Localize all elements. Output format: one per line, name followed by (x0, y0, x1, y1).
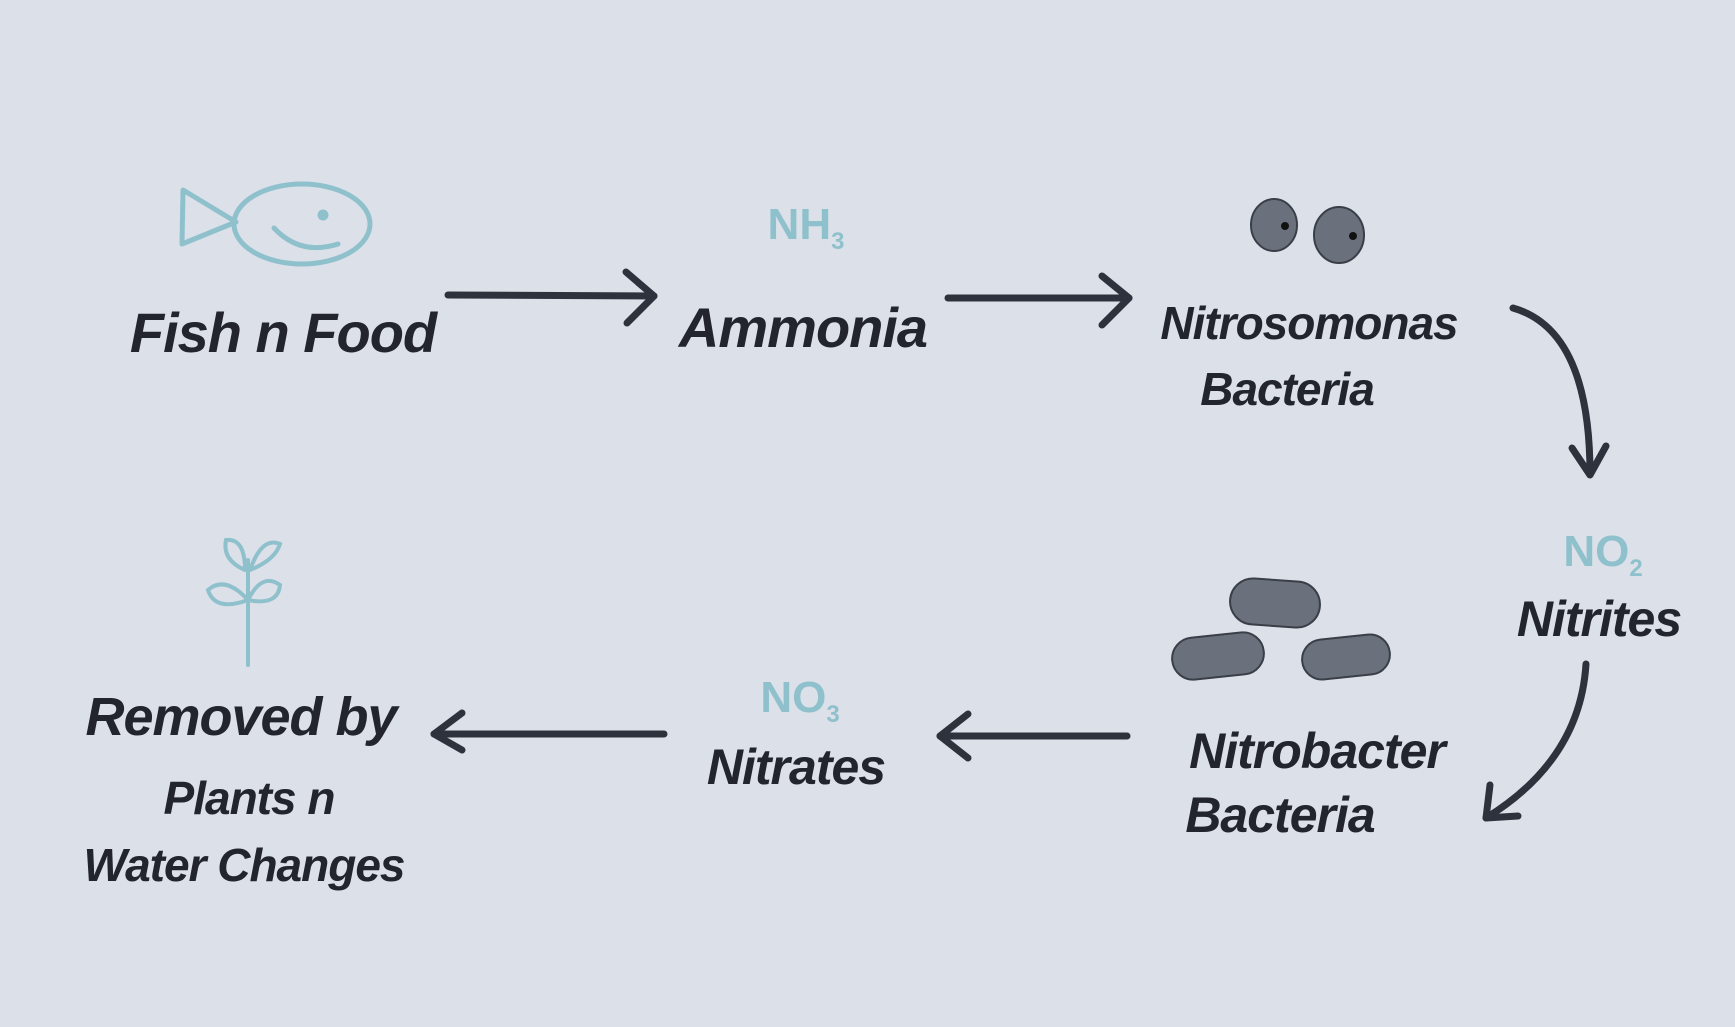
fish-icon (179, 181, 373, 267)
arrow-food-to-ammonia (444, 268, 658, 327)
arrow-nitrates-to-removed (430, 709, 668, 754)
nitrates-label: Nitrates (706, 739, 886, 795)
no3-formula: NO3 (760, 676, 839, 727)
nitrobacter-label: Nitrobacter (1189, 723, 1446, 779)
nh3-formula: NH3 (768, 203, 845, 254)
fish-n-food-label: Fish n Food (129, 301, 437, 364)
no2-subscript: 2 (1629, 555, 1643, 582)
nitrosomonas-label: Nitrosomonas (1160, 297, 1458, 349)
arrow-ammonia-to-nitrosomonas (944, 272, 1133, 329)
removed-by-label: Removed by (85, 687, 397, 747)
round-bacteria-icon (1250, 198, 1365, 264)
water-changes-label: Water Changes (83, 839, 405, 891)
no3-base: NO (760, 673, 827, 722)
nitrites-label: Nitrites (1516, 591, 1682, 647)
no3-subscript: 3 (826, 701, 840, 728)
no2-formula: NO2 (1563, 530, 1642, 581)
plant-icon (205, 537, 283, 667)
nh3-subscript: 3 (831, 228, 845, 255)
no2-base: NO (1563, 527, 1630, 576)
nitrobacter-bacteria-label: Bacteria (1185, 787, 1375, 843)
arrow-nitrosomonas-to-nitrites (1509, 304, 1610, 479)
arrow-nitrites-to-nitrobacter (1482, 660, 1590, 822)
arrow-nitrobacter-to-nitrates (936, 710, 1131, 762)
nh3-base: NH (767, 200, 832, 249)
plants-n-label: Plants n (163, 772, 336, 824)
nitrosomonas-bacteria-label: Bacteria (1200, 363, 1375, 415)
rod-bacteria-icon (1171, 577, 1391, 681)
ammonia-label: Ammonia (678, 296, 928, 359)
